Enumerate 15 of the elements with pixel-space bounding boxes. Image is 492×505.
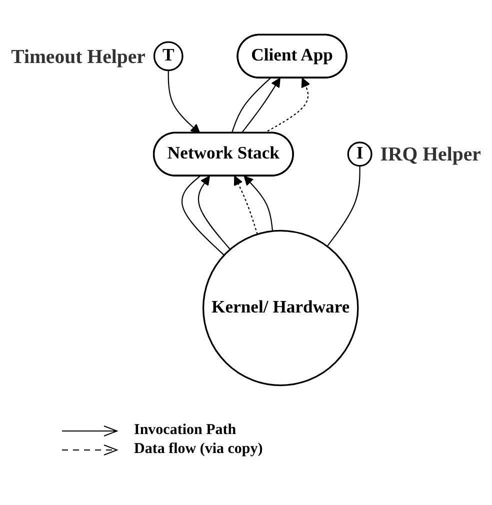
- node-circle: Kernel/ Hardware: [202, 230, 359, 386]
- node-caption: IRQ Helper: [380, 144, 481, 166]
- node-circle: I: [347, 142, 372, 167]
- arrow: [234, 176, 258, 234]
- arrow: [198, 176, 231, 250]
- connector: [231, 78, 271, 134]
- node-circle: T: [153, 41, 184, 72]
- arrow: [168, 70, 200, 134]
- legend-text: Data flow (via copy): [134, 441, 263, 458]
- connector: [326, 166, 360, 247]
- node-caption: Timeout Helper: [11, 46, 146, 68]
- arrow: [244, 176, 274, 232]
- legend-text: Invocation Path: [134, 422, 236, 439]
- connector: [182, 176, 224, 256]
- arrow: [241, 78, 280, 134]
